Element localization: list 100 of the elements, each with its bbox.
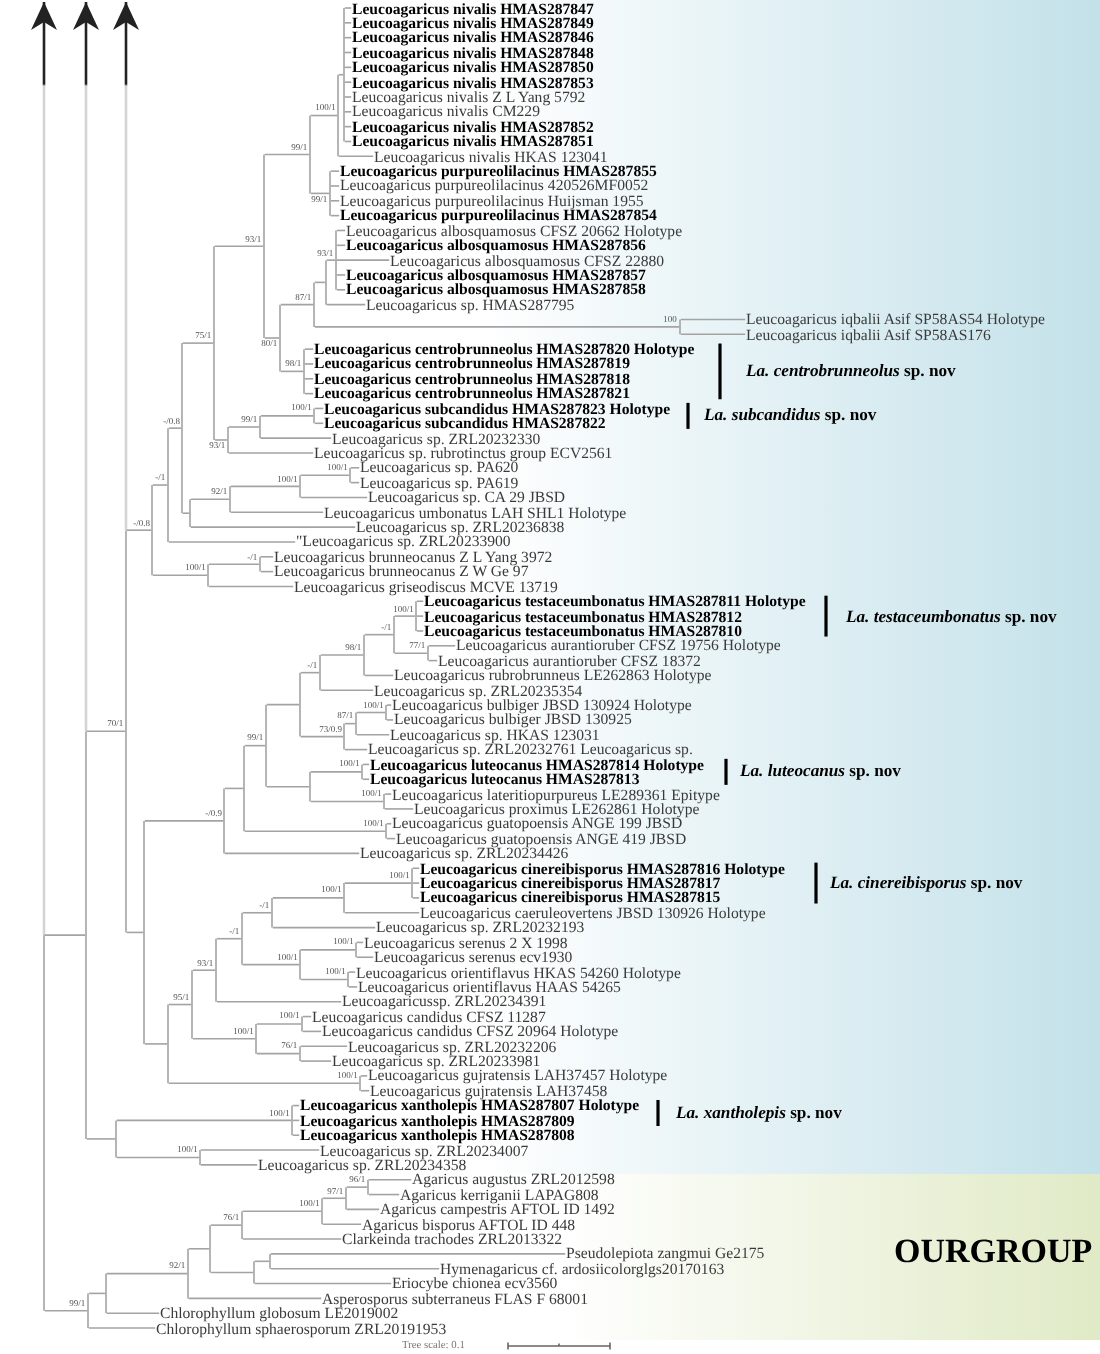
tree-branch: [152, 484, 168, 486]
tree-branch: [190, 526, 356, 528]
tree-branch: [216, 1000, 342, 1003]
tree-branch: [300, 735, 344, 738]
tree-branch: [168, 1003, 192, 1006]
tree-branch: [344, 911, 420, 914]
tree-branch: [300, 1060, 332, 1062]
tree-branch: [214, 439, 228, 441]
tree-branch: [330, 185, 340, 187]
tree-branch: [338, 155, 374, 158]
tree-branch: [192, 969, 216, 972]
tree-branch: [44, 1309, 88, 1312]
tree-branch: [314, 407, 324, 410]
tree-branch: [356, 733, 390, 736]
tree-branch: [314, 281, 326, 284]
tree-branch: [338, 73, 344, 76]
tree-branch: [270, 1267, 440, 1270]
tree-branch: [152, 574, 208, 577]
tree-branch: [322, 1223, 362, 1225]
tree-branch: [322, 1197, 346, 1200]
tree-branch: [360, 1089, 370, 1092]
tree-branch: [88, 1327, 156, 1329]
tree-branch: [344, 36, 352, 39]
tree-branch: [330, 200, 340, 202]
tree-branch: [356, 956, 374, 959]
tree-branch: [88, 1292, 106, 1295]
tree-branch: [292, 1134, 300, 1137]
tree-branch: [344, 111, 352, 113]
tree-branch: [344, 748, 368, 751]
clade-label: La. xantholepis sp. nov: [676, 1103, 842, 1122]
tree-branch: [360, 1075, 368, 1077]
tree-branch: [272, 897, 344, 899]
tree-branch: [230, 511, 324, 514]
tree-branch: [256, 1023, 302, 1025]
tree-branch: [330, 214, 340, 217]
tree-branch: [412, 882, 420, 884]
tree-branch: [300, 496, 368, 499]
tree-branch: [336, 244, 346, 247]
tree-branch: [86, 1138, 116, 1140]
tree-branch: [680, 333, 746, 336]
tree-branch: [208, 563, 260, 565]
tree-branch: [116, 1119, 292, 1122]
tree-branch: [412, 867, 420, 870]
tree-branch: [384, 793, 392, 795]
tree-branch: [270, 1253, 566, 1255]
tree-branch: [210, 1224, 242, 1226]
tree-branch: [168, 427, 182, 429]
tree-branch: [310, 114, 338, 117]
tree-branch: [260, 437, 332, 439]
tree-branch: [228, 426, 260, 428]
arrow: [73, 2, 99, 732]
tree-branch: [336, 289, 346, 291]
tree-branch: [300, 1045, 348, 1048]
tree-branch: [260, 556, 274, 558]
tree-branch: [310, 192, 330, 195]
tree-branch: [386, 822, 392, 825]
tree-branch: [356, 711, 386, 714]
tree-branch: [416, 630, 424, 632]
tree-branch: [280, 370, 304, 373]
tree-branch: [344, 66, 352, 69]
tree-branch: [300, 949, 356, 951]
clade-label: La. subcandidus sp. nov: [704, 406, 877, 425]
tree-branch: [310, 771, 362, 773]
tree-branch: [182, 512, 190, 514]
tree-branch: [304, 363, 314, 365]
tree-branch: [336, 274, 346, 276]
tree-branch: [292, 1104, 300, 1107]
tree-branch: [264, 153, 310, 156]
tree-branch: [256, 1052, 300, 1055]
tree-branch: [106, 1272, 188, 1275]
tree-branch: [144, 820, 224, 822]
tree-branch: [266, 785, 310, 788]
tree-branch: [264, 337, 280, 339]
tree-branch: [144, 1043, 168, 1045]
tree-branch: [300, 671, 320, 674]
tree-branch: [428, 645, 456, 647]
tree-branch: [168, 541, 296, 543]
tree-branch: [344, 22, 352, 24]
tree-branch: [344, 125, 352, 128]
tree-branch: [362, 778, 370, 781]
tree-branch: [126, 931, 144, 934]
tree-branch: [344, 96, 352, 98]
tree-branch: [350, 467, 360, 469]
tree-branch: [224, 787, 244, 790]
tree-branch: [386, 837, 396, 840]
tree-branch: [228, 452, 314, 454]
tree-branch: [304, 378, 314, 380]
tree-branch: [344, 51, 352, 54]
tree-branch: [242, 1238, 342, 1240]
tree-branch: [188, 1248, 210, 1250]
clade-label: La. testaceumbonatus sp. nov: [846, 607, 1057, 626]
tree-branch: [280, 303, 314, 306]
clade-label: La. cinereibisporus sp. nov: [830, 874, 1023, 893]
tree-branch: [364, 674, 394, 677]
tree-branch: [200, 1149, 320, 1151]
tree-branch: [302, 1030, 322, 1033]
tree-branch: [310, 800, 384, 803]
tree-branch: [346, 1208, 380, 1211]
tree-branch: [344, 81, 352, 83]
tree-branch: [254, 1260, 270, 1263]
